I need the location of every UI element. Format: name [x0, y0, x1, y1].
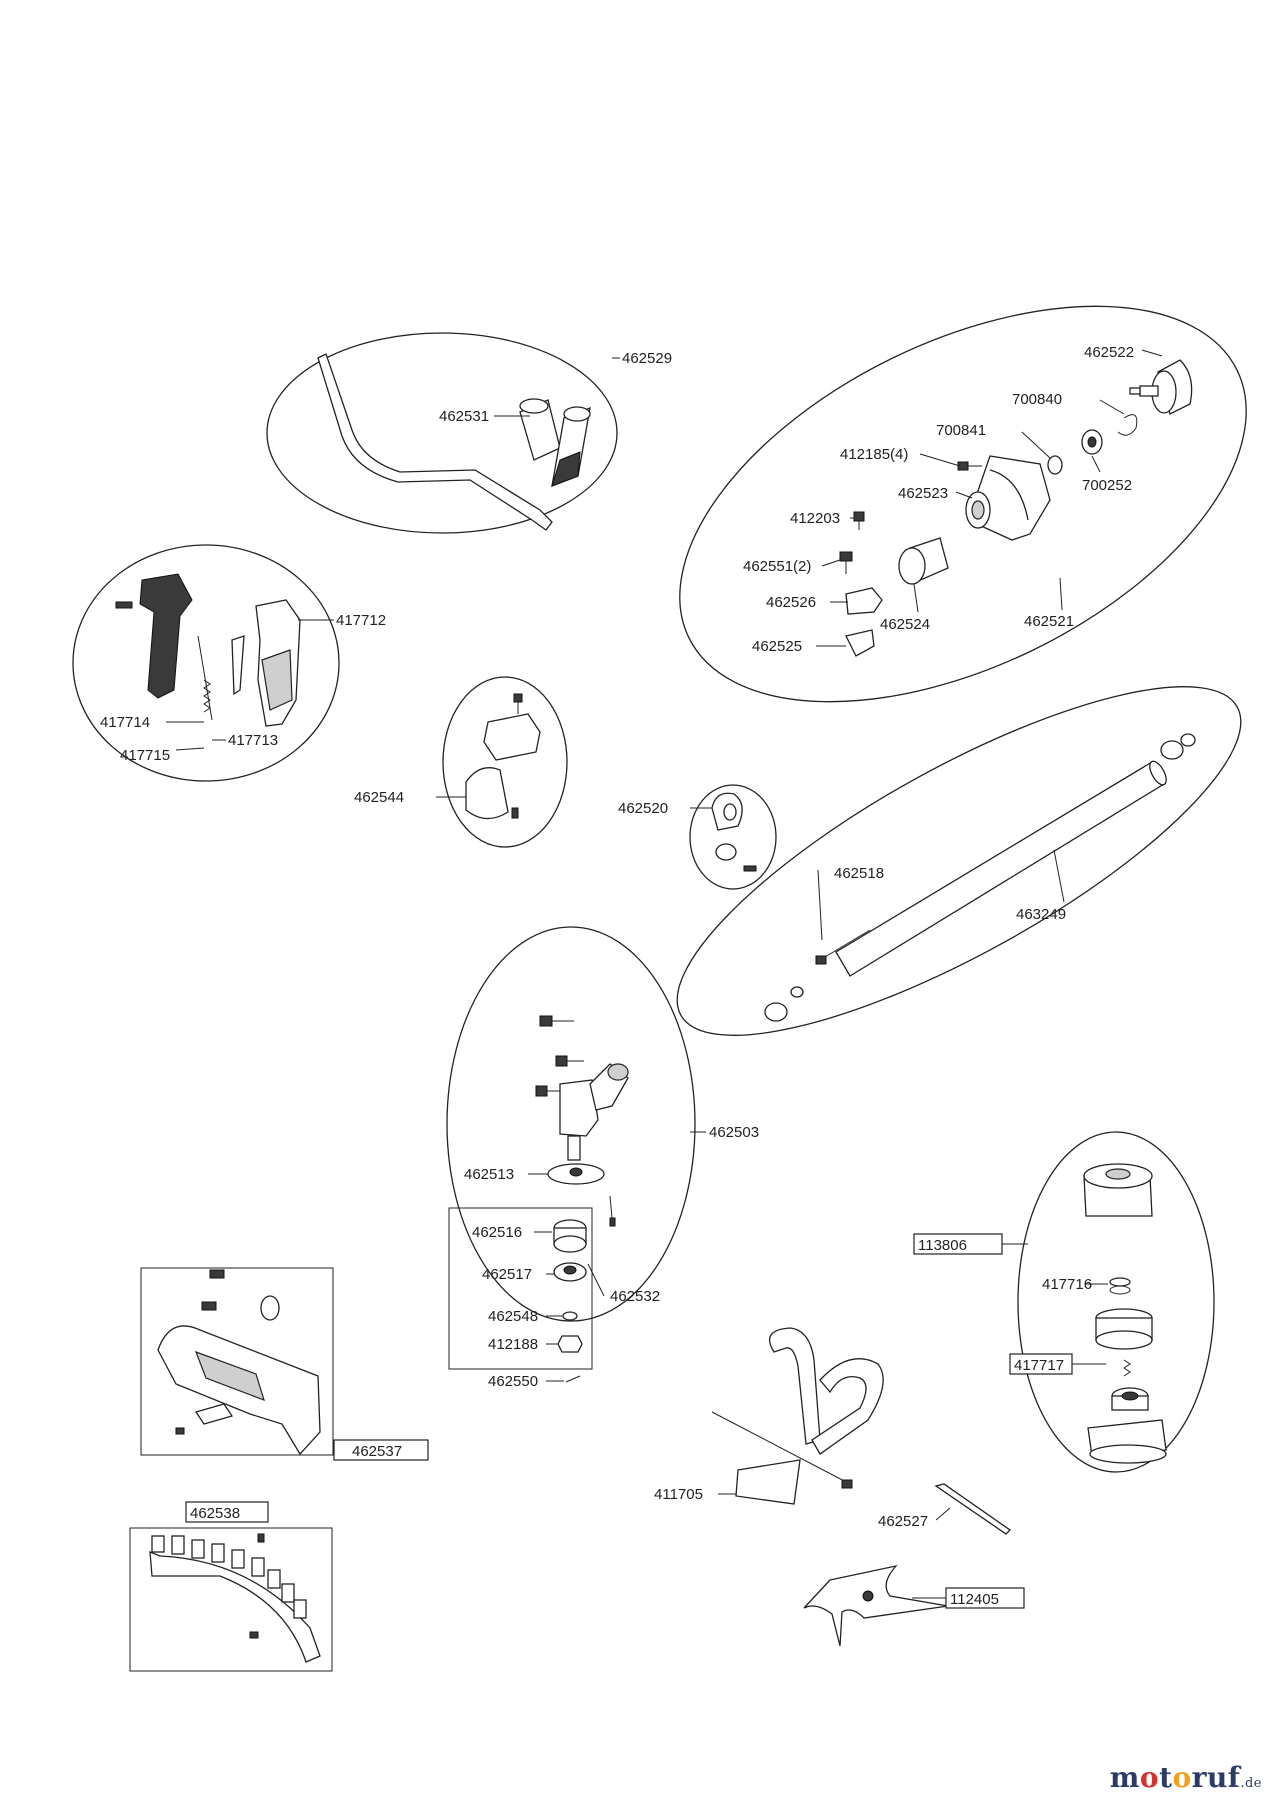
- label-462503: 462503: [709, 1124, 759, 1141]
- hanger-clamp: [715, 843, 737, 861]
- label-417713: 417713: [228, 732, 278, 749]
- tube-bushing-bottom: [764, 1002, 788, 1022]
- throttle-lever: [231, 635, 245, 696]
- harness-pad: [735, 1459, 801, 1505]
- harness-strap-loop: [769, 1327, 821, 1445]
- hanger-group: 462520: [618, 784, 777, 890]
- label-462521: 462521: [1024, 613, 1074, 630]
- clamp-462525: [845, 629, 875, 657]
- tool-rod-group: 462527: [878, 1483, 1012, 1535]
- cutter-strip-group: 462538: [129, 1501, 333, 1672]
- label-462551: 462551(2): [743, 558, 811, 575]
- motoruf-watermark-logo: motoruf.de: [1109, 1761, 1262, 1794]
- label-462538: 462538: [190, 1505, 240, 1522]
- label-462531: 462531: [439, 408, 489, 425]
- gearhead-group: 462513 462503 462516 462517 462532 46254…: [446, 926, 759, 1390]
- handlebar-group: 462529 462531: [266, 332, 672, 534]
- label-462532: 462532: [610, 1288, 660, 1305]
- nut: [557, 1335, 583, 1353]
- label-700252: 700252: [1082, 477, 1132, 494]
- label-462529: 462529: [622, 350, 672, 367]
- gearhead-screws: [535, 1015, 584, 1097]
- label-412185: 412185(4): [840, 446, 908, 463]
- label-462518: 462518: [834, 865, 884, 882]
- gearhead-body: [559, 1079, 599, 1137]
- label-462520: 462520: [618, 800, 668, 817]
- cutter-strip: [149, 1551, 321, 1663]
- spool: [1095, 1308, 1153, 1350]
- label-700841: 700841: [936, 422, 986, 439]
- blade-group: 112405: [803, 1564, 1025, 1647]
- cotter-pin: [565, 1375, 581, 1383]
- throttle-handle-group: 417712 417714 417713 417715: [72, 544, 386, 782]
- label-417717: 417717: [1014, 1357, 1064, 1374]
- throttle-housing-left: [139, 573, 193, 699]
- screw-462551: [839, 551, 853, 574]
- spool-cover: [1083, 1163, 1153, 1217]
- label-113806: 113806: [918, 1237, 967, 1254]
- label-411705: 411705: [654, 1486, 703, 1503]
- label-462523: 462523: [898, 485, 948, 502]
- label-462537: 462537: [352, 1443, 402, 1460]
- clutch-housing: [965, 455, 1051, 541]
- label-462526: 462526: [766, 594, 816, 611]
- trimmer-head-group: 113806 417716 417717: [913, 1131, 1215, 1473]
- cutter-strip-box: [129, 1527, 333, 1672]
- label-463249: 463249: [1016, 906, 1066, 923]
- guard-group: 462537: [140, 1267, 429, 1461]
- label-462516: 462516: [472, 1224, 522, 1241]
- tool-rod: [934, 1483, 1012, 1535]
- bearing: [1081, 429, 1103, 455]
- label-462550: 462550: [488, 1373, 538, 1390]
- screw-412203: [853, 511, 865, 530]
- tube-bushing-top: [1160, 733, 1196, 760]
- label-412188: 412188: [488, 1336, 538, 1353]
- clutch-drum: [1129, 359, 1193, 415]
- clamp-lower: [465, 767, 509, 820]
- cutter-teeth: [151, 1535, 307, 1619]
- clamp-upper: [483, 713, 541, 761]
- label-462522: 462522: [1084, 344, 1134, 361]
- gearhead-flange: [547, 1163, 605, 1185]
- blade-flange-upper: [553, 1219, 587, 1253]
- label-462527: 462527: [878, 1513, 928, 1530]
- label-462517: 462517: [482, 1266, 532, 1283]
- drive-tube-group: 462518 463249: [676, 686, 1242, 1036]
- tube-adaptor: [898, 537, 949, 585]
- screw-412185: [957, 461, 982, 471]
- drive-shaft: [819, 929, 871, 961]
- label-112405: 112405: [950, 1591, 999, 1608]
- label-462544: 462544: [354, 789, 404, 806]
- retaining-ring: [1047, 455, 1063, 475]
- label-462513: 462513: [464, 1166, 514, 1183]
- washer: [562, 1311, 578, 1321]
- handlebar-clamp-group: 462544: [354, 676, 568, 848]
- handlebar-bar: [317, 353, 553, 531]
- circlip: [1117, 414, 1138, 436]
- throttle-spring: [203, 679, 211, 713]
- label-412203: 412203: [790, 510, 840, 527]
- handlebar-grip-left: [519, 398, 561, 461]
- spool-base: [1087, 1419, 1167, 1464]
- clutch-housing-group: 462522 700840 700252 700841 462523: [679, 305, 1247, 703]
- spool-spring: [1109, 1277, 1131, 1287]
- label-417712: 417712: [336, 612, 386, 629]
- label-417716: 417716: [1042, 1276, 1092, 1293]
- label-417715: 417715: [120, 747, 170, 764]
- guard-box: [140, 1267, 334, 1456]
- clamp-462526: [845, 587, 883, 615]
- label-462524: 462524: [880, 616, 930, 633]
- label-462548: 462548: [488, 1308, 538, 1325]
- spool-eyelet: [1111, 1387, 1149, 1411]
- three-tooth-blade: [803, 1564, 949, 1647]
- label-417714: 417714: [100, 714, 150, 731]
- blade-flange-lower: [553, 1262, 587, 1282]
- label-700840: 700840: [1012, 391, 1062, 408]
- harness-group: 411705: [654, 1327, 884, 1505]
- blade-kit-box: [448, 1207, 593, 1370]
- label-462525: 462525: [752, 638, 802, 655]
- handlebar-grip-right: [551, 406, 591, 488]
